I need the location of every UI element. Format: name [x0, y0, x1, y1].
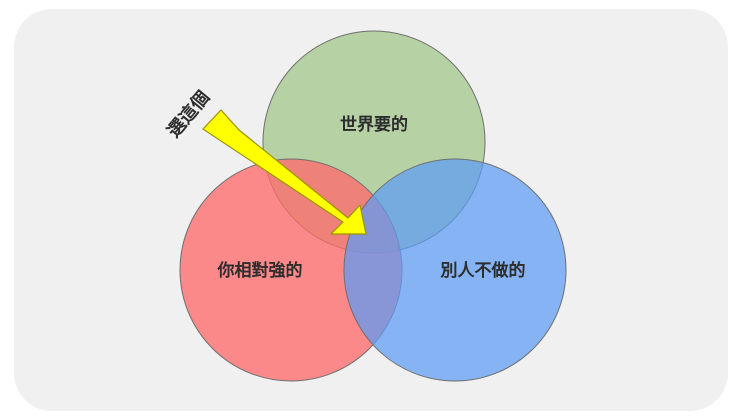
pointer-label: 選這個: [163, 86, 215, 142]
pointer-arrow: [202, 109, 367, 235]
venn-circle-right: [343, 158, 567, 382]
venn-label-right: 別人不做的: [440, 260, 526, 281]
venn-label-top: 世界要的: [340, 114, 408, 135]
venn-label-left: 你相對強的: [217, 260, 303, 281]
